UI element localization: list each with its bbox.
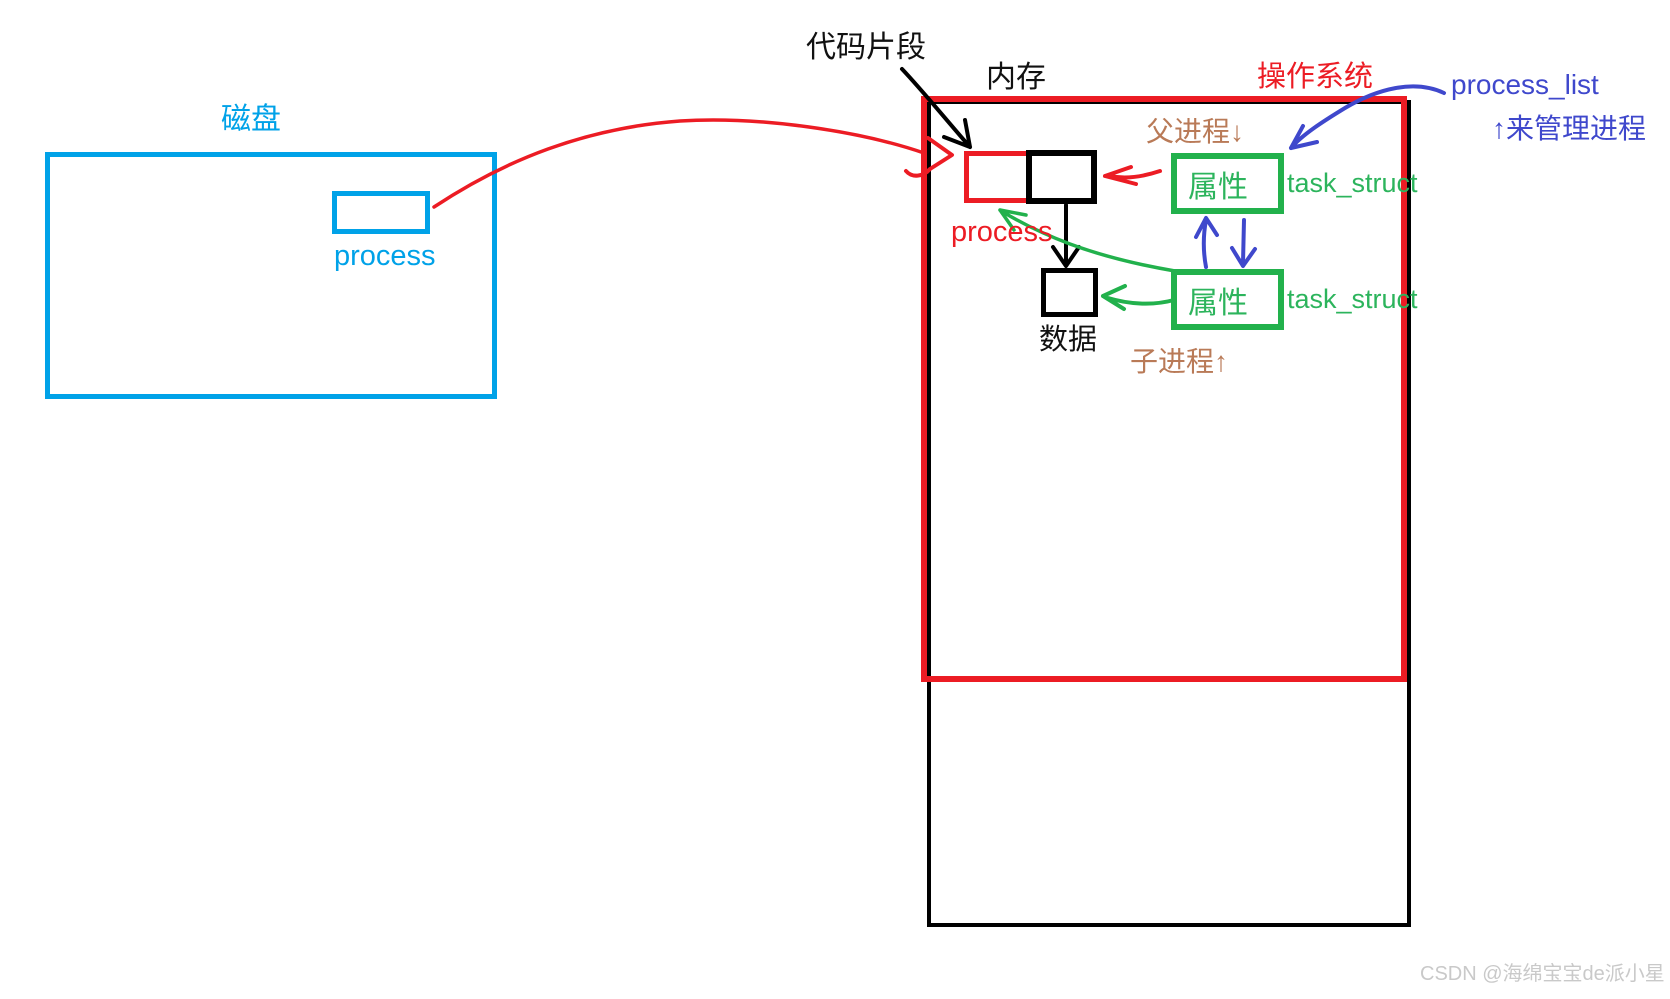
disk-box xyxy=(45,152,497,399)
memory-process-label: process xyxy=(951,216,1053,248)
memory-title: 内存 xyxy=(986,61,1046,94)
child-task-struct-box: 属性 xyxy=(1171,269,1284,330)
parent-attr-label: 属性 xyxy=(1188,170,1248,204)
operating-system-title: 操作系统 xyxy=(1257,61,1374,93)
operating-system-box xyxy=(921,96,1407,682)
disk-to-memory-arrow xyxy=(432,118,926,209)
parent-task-struct-box: 属性 xyxy=(1171,153,1284,214)
parent-process-label: 父进程↓ xyxy=(1146,116,1245,147)
watermark: CSDN @海绵宝宝de派小星 xyxy=(1420,963,1665,985)
data-box xyxy=(1041,268,1098,317)
process-list-label: process_list xyxy=(1451,69,1599,100)
parent-task-struct-label: task_struct xyxy=(1287,168,1418,198)
memory-box xyxy=(927,100,1411,927)
disk-title: 磁盘 xyxy=(221,103,281,136)
child-attr-label: 属性 xyxy=(1188,286,1248,320)
child-task-struct-label: task_struct xyxy=(1287,284,1418,314)
process-code-segment-box xyxy=(964,151,1031,203)
child-process-label: 子进程↑ xyxy=(1130,346,1229,377)
data-label: 数据 xyxy=(1039,324,1098,356)
disk-process-label: process xyxy=(334,240,436,272)
disk-process-box xyxy=(332,191,430,234)
code-fragment-label: 代码片段 xyxy=(806,31,926,64)
code-fragment-box xyxy=(1026,150,1097,204)
process-list-note: ↑来管理进程 xyxy=(1492,113,1647,144)
